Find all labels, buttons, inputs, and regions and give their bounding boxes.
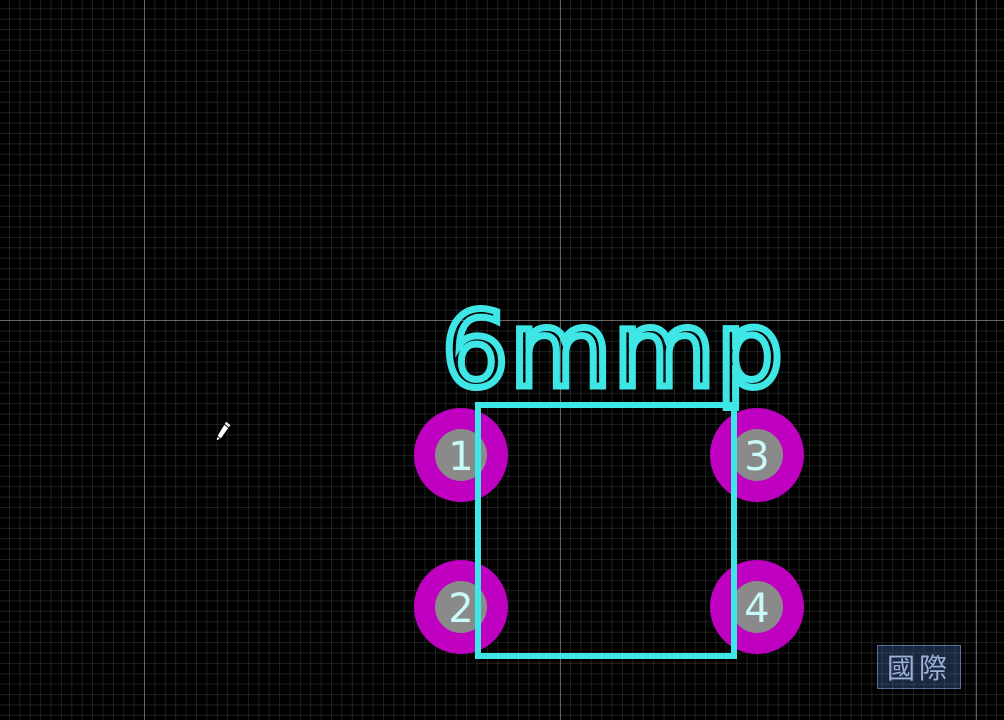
pad-4[interactable]: 4: [710, 560, 804, 654]
pad-2[interactable]: 2: [414, 560, 508, 654]
pad-1-label: 1: [448, 434, 473, 480]
pad-4-hole: [731, 581, 783, 633]
pencil-cursor-icon: [215, 420, 232, 442]
watermark-text: 國際: [886, 652, 951, 685]
pad-3[interactable]: 3: [710, 408, 804, 502]
component-designator[interactable]: 6mmp: [439, 286, 787, 415]
pad-1[interactable]: 1: [414, 408, 508, 502]
pad-2-hole: [435, 581, 487, 633]
watermark-logo: 國際: [877, 645, 961, 689]
pad-3-hole: [731, 429, 783, 481]
pad-4-label: 4: [744, 586, 769, 632]
pad-3-label: 3: [744, 434, 769, 480]
pad-1-hole: [435, 429, 487, 481]
component-outline[interactable]: [475, 402, 737, 659]
pad-2-label: 2: [448, 586, 473, 632]
